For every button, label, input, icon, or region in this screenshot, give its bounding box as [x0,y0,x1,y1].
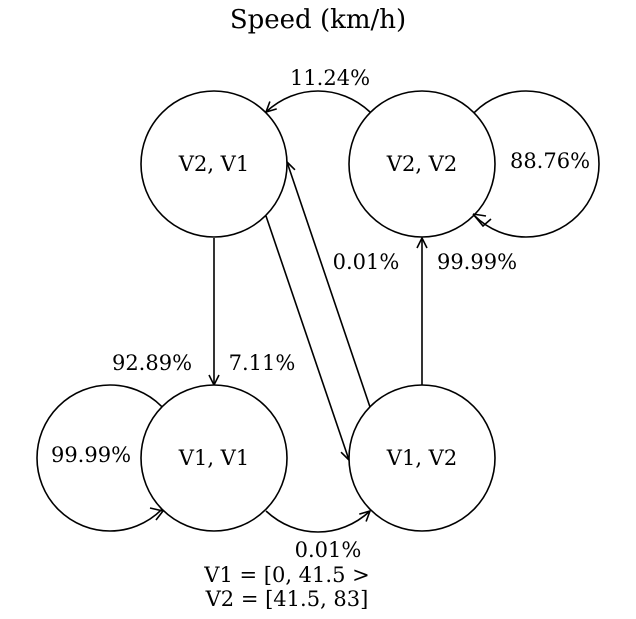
node-v1v1 [140,384,288,532]
node-label-v1v1: V1, V1 [178,446,249,470]
diagram-title: Speed (km/h) [230,5,406,35]
edge-v2v2-to-v2v1 [266,90,371,112]
self-loop-v2v2-arrowhead [472,213,492,228]
node-label-v1v2: V1, V2 [386,446,457,470]
edge-v1v1-to-v1v2 [265,511,370,533]
node-v1v2 [348,384,496,532]
legend-v1-range: V1 = [0, 41.5 > [203,563,369,587]
node-v2v2 [348,90,496,238]
edge-label-v2v1-to-v1v1: 7.11% [229,351,296,375]
edge-v2v1-to-v1v2 [265,215,349,460]
edge-label-v1v1-to-v1v2: 0.01% [295,538,362,562]
node-v2v1 [140,90,288,238]
legend-v2-range: V2 = [41.5, 83] [205,587,369,611]
edge-label-v1v2-to-v2v1: 0.01% [333,250,400,274]
self-loop-v1v1-arrowhead [149,507,164,521]
edge-v1v2-to-v2v1 [287,162,371,408]
edge-label-v2v2-self: 88.76% [510,149,590,173]
edge-label-v2v1-to-v1v2: 92.89% [112,351,192,375]
node-label-v2v2: V2, V2 [386,152,457,176]
edge-label-v1v2-to-v2v2: 99.99% [437,250,517,274]
node-label-v2v1: V2, V1 [178,152,249,176]
edge-label-v2v2-to-v2v1: 11.24% [290,66,370,90]
edge-label-v1v1-self: 99.99% [51,443,131,467]
